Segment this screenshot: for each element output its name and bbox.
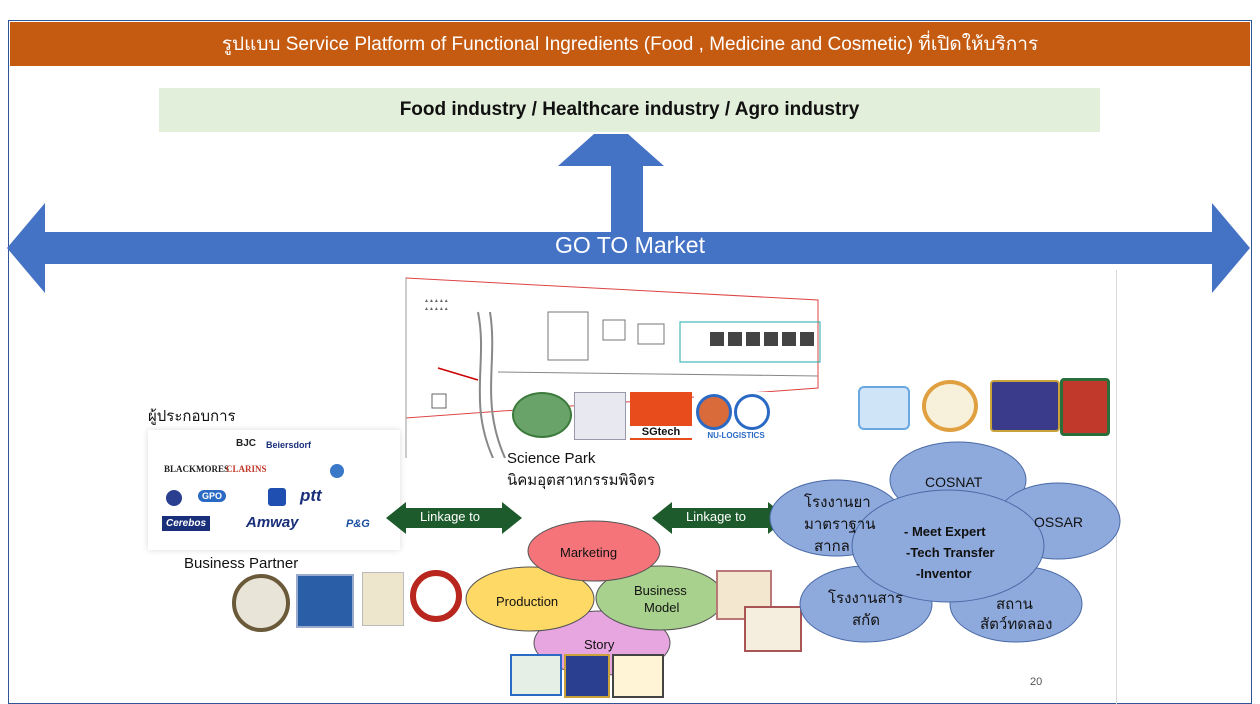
logo-pg: P&G <box>346 518 370 530</box>
center-label-2: -Tech Transfer <box>906 545 995 560</box>
go-to-market-arrow <box>7 134 1250 293</box>
partner-logo-3 <box>362 572 404 626</box>
nu-logistics-text: NU-LOGISTICS <box>707 431 765 440</box>
logo-ptt: ptt <box>300 486 322 505</box>
extract-factory-label-1: โรงงานสาร <box>828 590 904 607</box>
logo-gpo: GPO <box>198 490 227 502</box>
logo-cerebos: Cerebos <box>162 516 211 531</box>
story-logo-1 <box>510 654 562 696</box>
gov-logo-4 <box>1060 378 1110 436</box>
partner-logo-4 <box>410 570 462 622</box>
park-logo-sgtech: SGtech <box>630 392 692 440</box>
nu-circle-2 <box>734 394 770 430</box>
cosnat-label: COSNAT <box>925 474 983 490</box>
center-label-3: -Inventor <box>916 566 972 581</box>
production-label: Production <box>496 594 559 609</box>
svg-text:▲▲▲▲▲: ▲▲▲▲▲ <box>424 306 449 312</box>
sgtech-text: SGtech <box>630 426 692 438</box>
story-logo-2 <box>564 654 610 698</box>
story-label: Story <box>584 637 615 652</box>
center-label-1: - Meet Expert <box>904 524 986 539</box>
business-partner-label: Business Partner <box>184 555 299 572</box>
park-logo-nu: NU-LOGISTICS <box>694 392 778 440</box>
linkage-left-label: Linkage to <box>420 509 480 524</box>
logo-amway: Amway <box>246 514 299 531</box>
drug-factory-label-1: โรงงานยา <box>804 494 871 511</box>
document-edge-line <box>1116 270 1117 704</box>
logo-swirl <box>330 464 344 478</box>
business-model-label-2: Model <box>644 600 680 615</box>
logo-bjc: BJC <box>236 438 257 449</box>
park-logo-2 <box>574 392 626 440</box>
partner-logo-2 <box>296 574 354 628</box>
double-headed-arrow <box>7 203 1250 293</box>
go-to-market-label: GO TO Market <box>555 232 705 258</box>
up-arrow <box>558 134 664 232</box>
industry-label: Food industry / Healthcare industry / Ag… <box>399 99 860 120</box>
entrepreneur-logos-panel: BJC Beiersdorf BLACKMORES CLARINS GPO pt… <box>148 430 400 550</box>
drug-factory-label-3: สากล <box>814 538 850 555</box>
story-logo-3 <box>612 654 664 698</box>
logo-unilever <box>268 488 286 506</box>
marketing-label: Marketing <box>560 545 618 560</box>
slide-title: รูปแบบ Service Platform of Functional In… <box>221 34 1039 55</box>
linkage-right-arrow <box>652 502 788 534</box>
park-logo-1 <box>512 392 572 438</box>
science-park-label: Science Park <box>507 450 596 467</box>
page-number: 20 <box>1030 676 1043 688</box>
gov-logo-1 <box>858 386 910 430</box>
map-drawing: ▲▲▲▲▲ ▲▲▲▲▲ <box>405 277 821 459</box>
linkage-left-arrow <box>386 502 522 534</box>
science-park-label-th: นิคมอุตสาหกรรมพิจิตร <box>507 472 655 489</box>
animal-lab-label-1: สถาน <box>996 596 1033 613</box>
industry-box: Food industry / Healthcare industry / Ag… <box>159 88 1100 132</box>
gov-logo-2 <box>922 380 978 432</box>
logo-blue-circle <box>166 490 182 506</box>
ossar-label: OSSAR <box>1034 514 1084 530</box>
nu-circle-1 <box>696 394 732 430</box>
logo-beiersdorf: Beiersdorf <box>266 440 312 450</box>
svg-text:▲▲▲▲▲: ▲▲▲▲▲ <box>424 298 449 304</box>
drug-factory-label-2: มาตราฐาน <box>804 516 876 533</box>
partner-logo-1 <box>232 574 290 632</box>
animal-lab-label-2: สัตว์ทดลอง <box>980 616 1053 633</box>
production-ellipse <box>465 566 595 632</box>
business-model-label-1: Business <box>634 583 687 598</box>
linkage-right-label: Linkage to <box>686 509 746 524</box>
logo-blackmores: BLACKMORES <box>164 464 230 474</box>
center-ellipse <box>851 489 1045 603</box>
extract-factory-label-2: สกัด <box>852 612 880 629</box>
gov-logo-3 <box>990 380 1060 432</box>
marketing-ellipse <box>527 520 661 582</box>
logo-clarins: CLARINS <box>226 464 267 474</box>
slide-title-bar: รูปแบบ Service Platform of Functional In… <box>10 22 1250 66</box>
bm-logo-2 <box>744 606 802 652</box>
entrepreneurs-label: ผู้ประกอบการ <box>148 408 236 425</box>
